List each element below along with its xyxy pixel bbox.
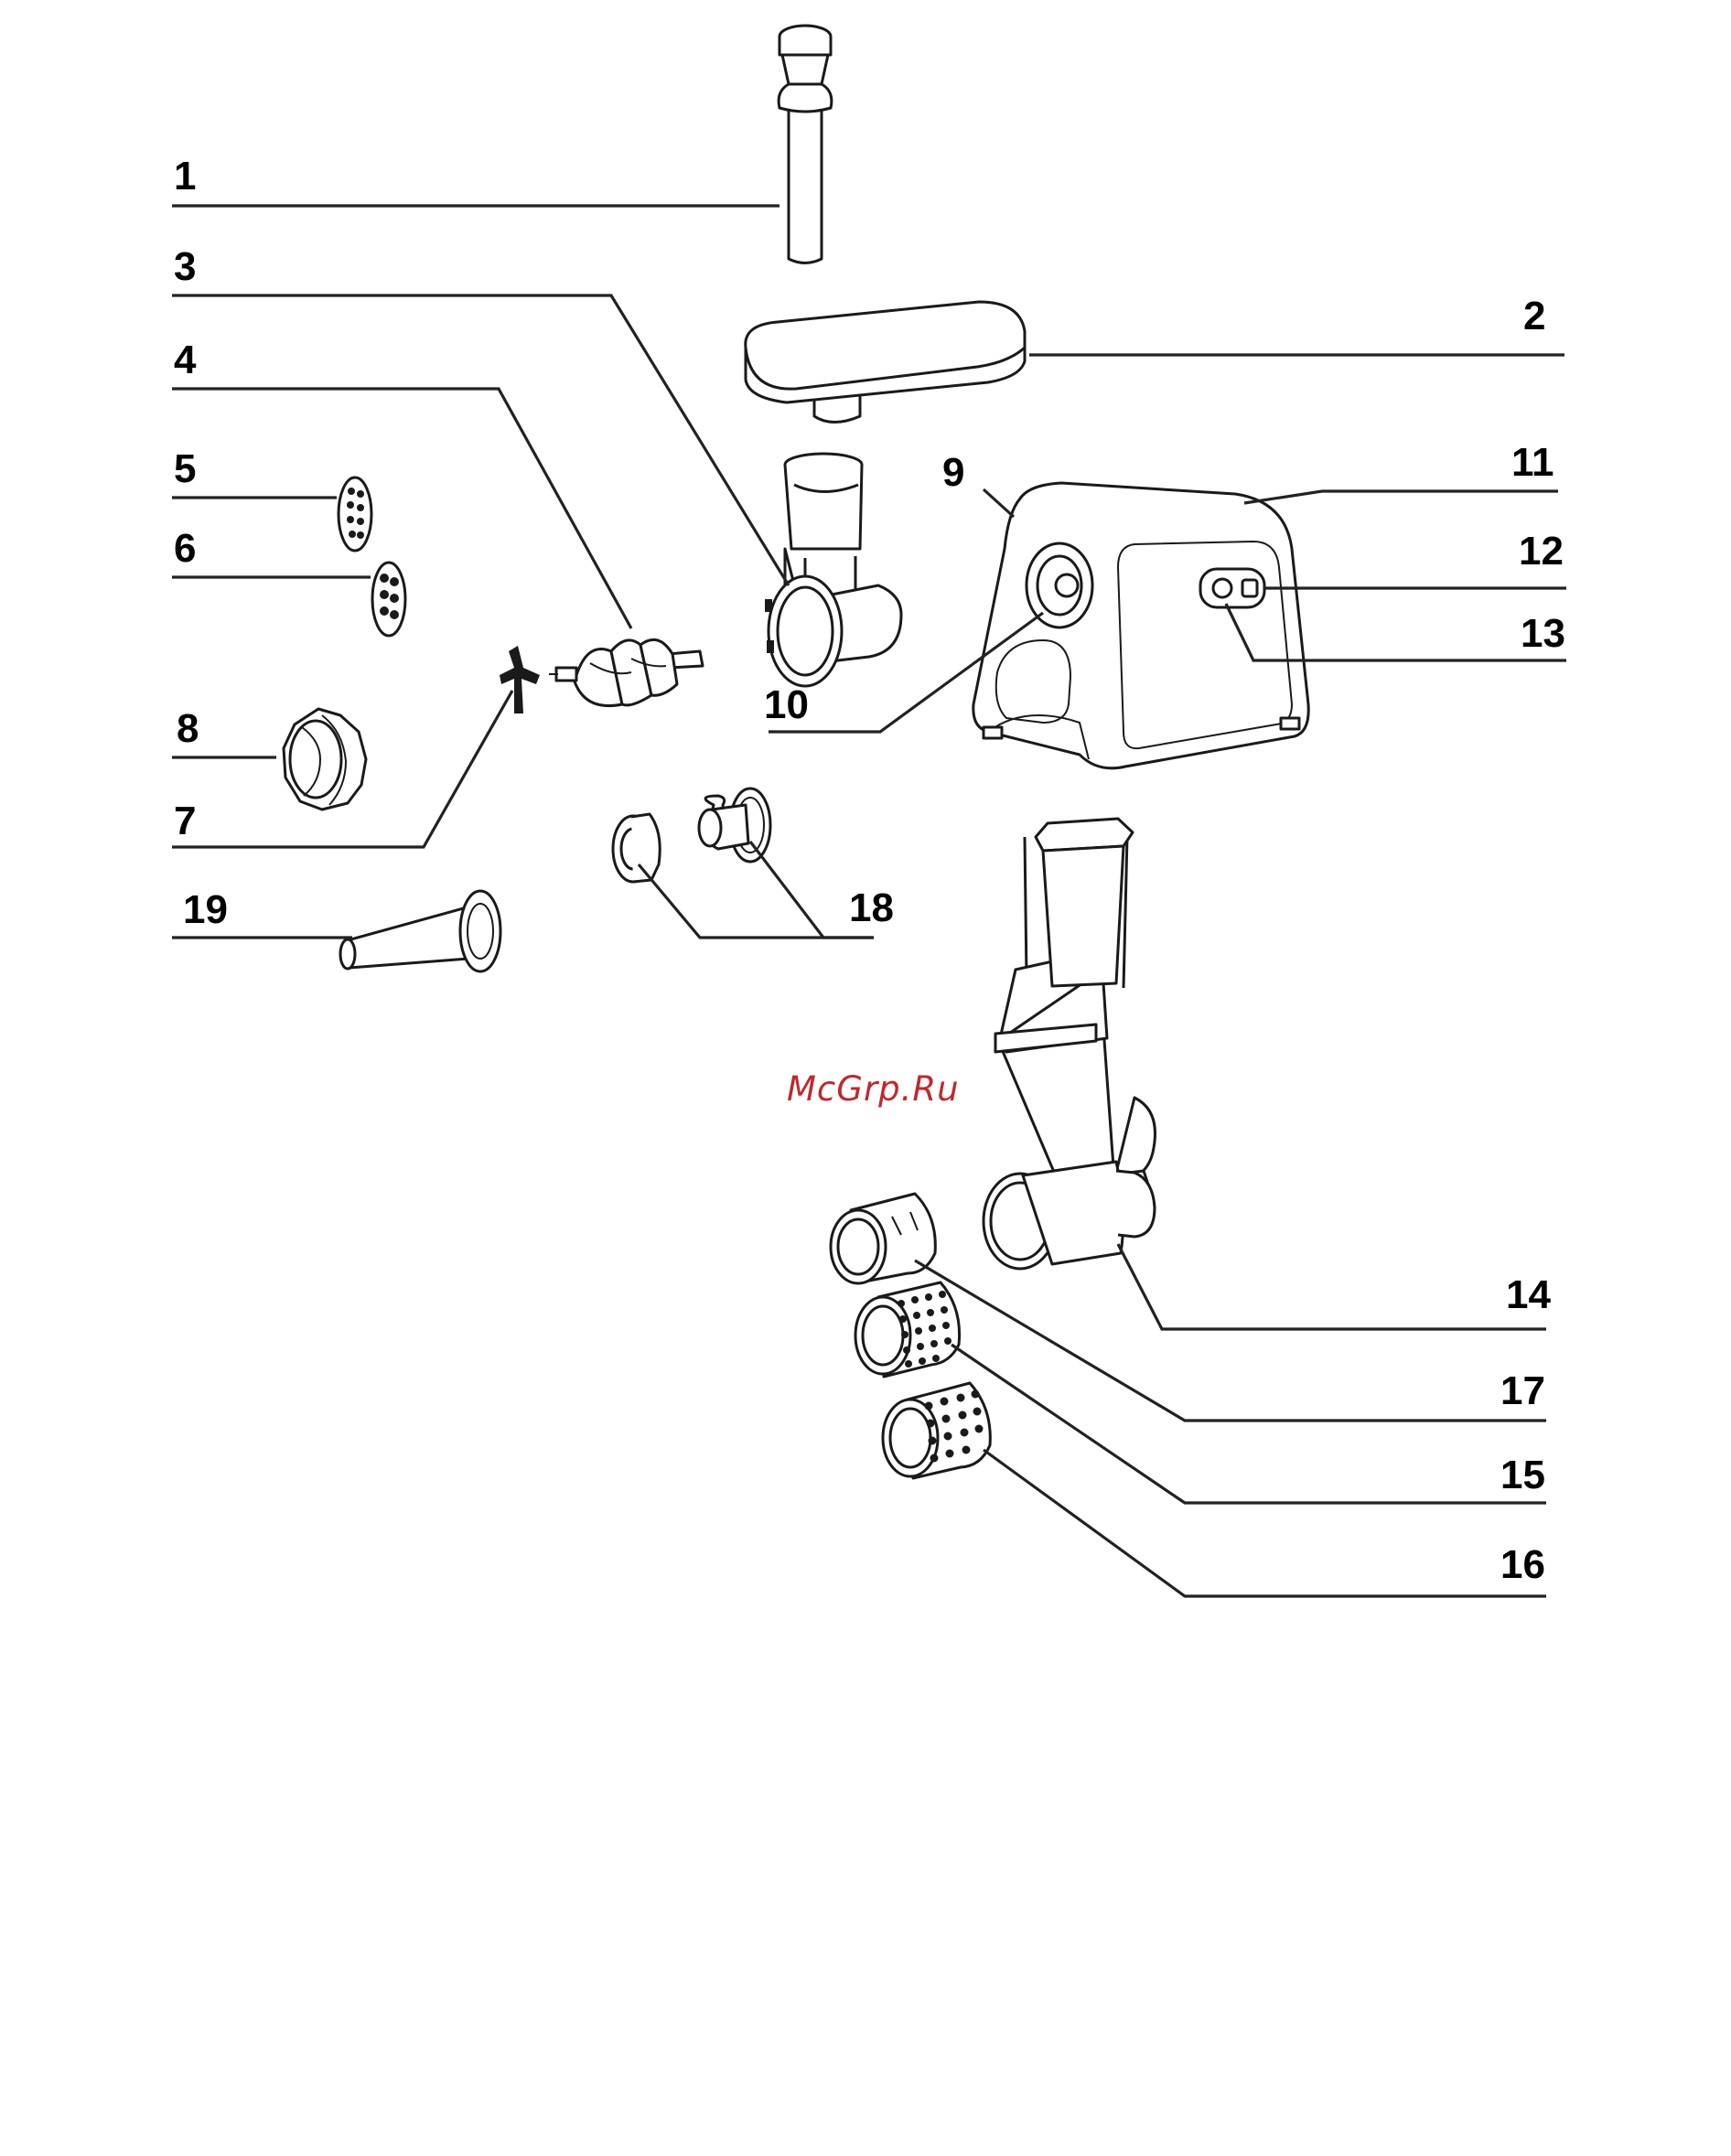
part-sausage-nozzle — [340, 891, 500, 971]
label-4: 4 — [174, 338, 197, 382]
part-grinding-head — [765, 454, 901, 686]
label-1: 1 — [174, 154, 196, 198]
label-13: 13 — [1521, 611, 1565, 656]
label-11: 11 — [1511, 440, 1554, 485]
label-19: 19 — [183, 887, 228, 932]
part-food-tray — [746, 302, 1025, 423]
label-16: 16 — [1500, 1542, 1545, 1587]
label-5: 5 — [174, 446, 196, 491]
part-pusher — [779, 26, 832, 263]
label-15: 15 — [1500, 1453, 1545, 1497]
label-14: 14 — [1506, 1272, 1551, 1317]
watermark-text: McGrp.Ru — [787, 1069, 960, 1109]
part-shredder-pusher — [1036, 819, 1133, 986]
part-slicing-drum — [831, 1194, 935, 1283]
label-9: 9 — [942, 450, 964, 495]
label-8: 8 — [177, 706, 199, 751]
label-18: 18 — [849, 885, 894, 930]
label-12: 12 — [1519, 529, 1564, 574]
part-fine-shredding-drum — [883, 1383, 990, 1478]
label-7: 7 — [174, 799, 196, 843]
label-3: 3 — [174, 244, 196, 289]
part-coarse-shredding-drum — [855, 1282, 960, 1377]
label-17: 17 — [1500, 1368, 1545, 1413]
part-ring-nut — [284, 709, 366, 810]
label-10: 10 — [764, 682, 809, 727]
label-2: 2 — [1523, 294, 1545, 338]
part-plate-5 — [339, 477, 371, 551]
label-6: 6 — [174, 526, 196, 571]
part-auger — [549, 639, 703, 705]
part-kebbe-attachment — [613, 788, 770, 882]
part-plate-6 — [372, 563, 405, 636]
